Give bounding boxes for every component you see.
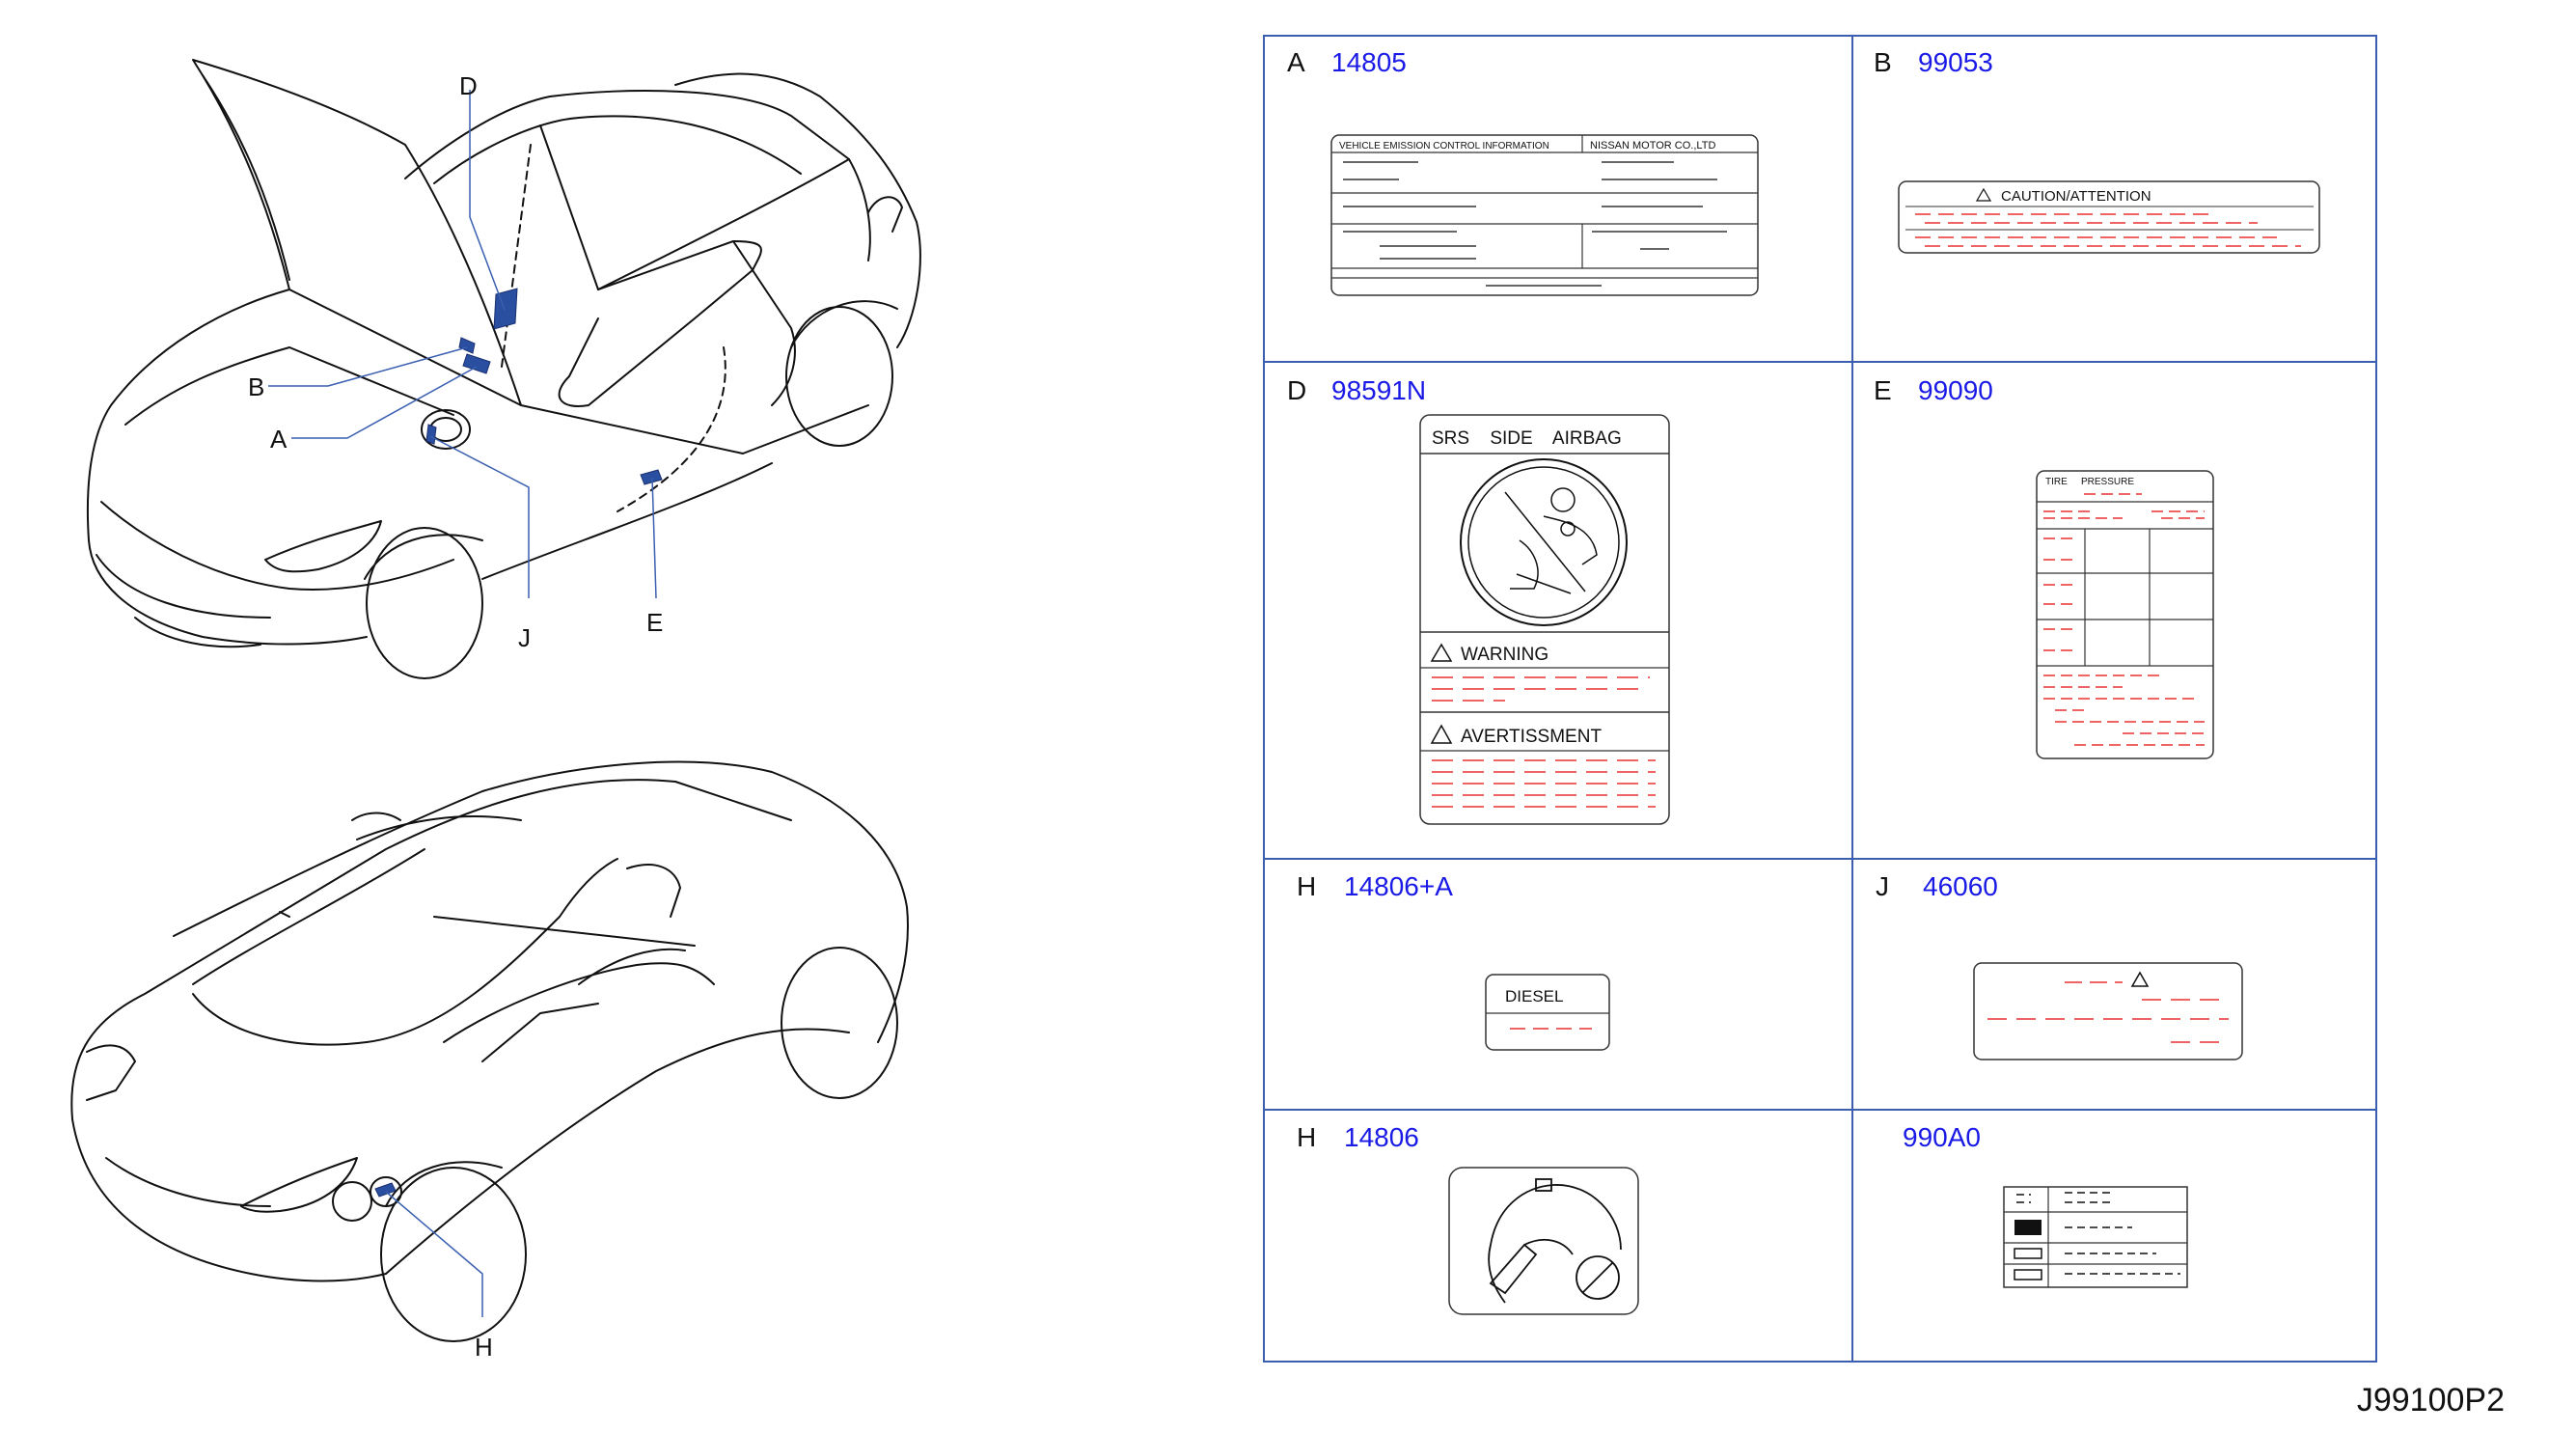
caution-warning-icon [1975, 187, 1992, 202]
label-j-warning [1973, 962, 2243, 1060]
label-h2-fuel [1448, 1167, 1639, 1315]
car-rear-view [70, 760, 909, 1342]
label-b-title: CAUTION/ATTENTION [2001, 188, 2151, 205]
callout-j: J [518, 623, 531, 652]
label-a-maker: NISSAN MOTOR CO.,LTD [1590, 140, 1715, 151]
cell-b-letter: B [1874, 47, 1892, 77]
warning-icon [1430, 724, 1453, 744]
label-e-tire-pressure: TIRE PRESSURE [2036, 470, 2214, 759]
cell-headers: A 14805 B 99053 D 98591N E 99090 H 14806… [1287, 47, 1998, 1152]
cell-d-code: 98591N [1331, 375, 1426, 405]
cell-h1-letter: H [1297, 871, 1316, 901]
label-d-warn1: WARNING [1461, 645, 1548, 665]
callout-h: H [475, 1333, 493, 1362]
cell-d-letter: D [1287, 375, 1306, 405]
label-d-header: SRS SIDE AIRBAG [1432, 428, 1622, 449]
cell-h2-letter: H [1297, 1122, 1316, 1152]
callout-a: A [270, 425, 288, 454]
cell-e-code: 99090 [1918, 375, 1993, 405]
label-markers-top [425, 288, 663, 485]
label-b-caution: CAUTION/ATTENTION [1898, 180, 2320, 254]
label-h1-text: DIESEL [1505, 987, 1563, 1005]
label-e-h2: PRESSURE [2081, 477, 2134, 487]
cell-j-letter: J [1876, 871, 1889, 901]
label-a-title: VEHICLE EMISSION CONTROL INFORMATION [1339, 141, 1549, 151]
car-front-view [86, 59, 921, 679]
diagram-code: J99100P2 [2357, 1382, 2505, 1418]
label-d-airbag: SRS SIDE AIRBAG WARNING AVERTISSMENT [1419, 414, 1670, 825]
cell-k-code: 990A0 [1903, 1122, 1981, 1152]
label-h1-diesel: DIESEL [1485, 974, 1610, 1051]
label-table [1263, 35, 2377, 1363]
callout-b: B [248, 372, 264, 401]
cell-b-code: 99053 [1918, 47, 1993, 77]
cell-h2-code: 14806 [1344, 1122, 1419, 1152]
label-d-warn2: AVERTISSMENT [1461, 727, 1602, 747]
cell-a-code: 14805 [1331, 47, 1407, 77]
callout-e: E [646, 608, 663, 637]
no-child-seat-icon [1460, 458, 1628, 626]
cell-h1-code: 14806+A [1344, 871, 1453, 901]
leader-lines-top [268, 90, 657, 599]
cell-j-code: 46060 [1923, 871, 1998, 901]
cell-e-letter: E [1874, 375, 1892, 405]
label-k-info [2003, 1186, 2188, 1288]
warning-icon [2130, 971, 2150, 987]
warning-icon [1430, 643, 1453, 662]
callout-d: D [459, 71, 478, 100]
label-a-emission: VEHICLE EMISSION CONTROL INFORMATION NIS… [1330, 134, 1759, 296]
label-marker-bottom [374, 1182, 483, 1317]
cell-a-letter: A [1287, 47, 1305, 77]
label-e-h1: TIRE [2045, 477, 2068, 487]
callout-letters-top: D B A J E [248, 71, 663, 652]
